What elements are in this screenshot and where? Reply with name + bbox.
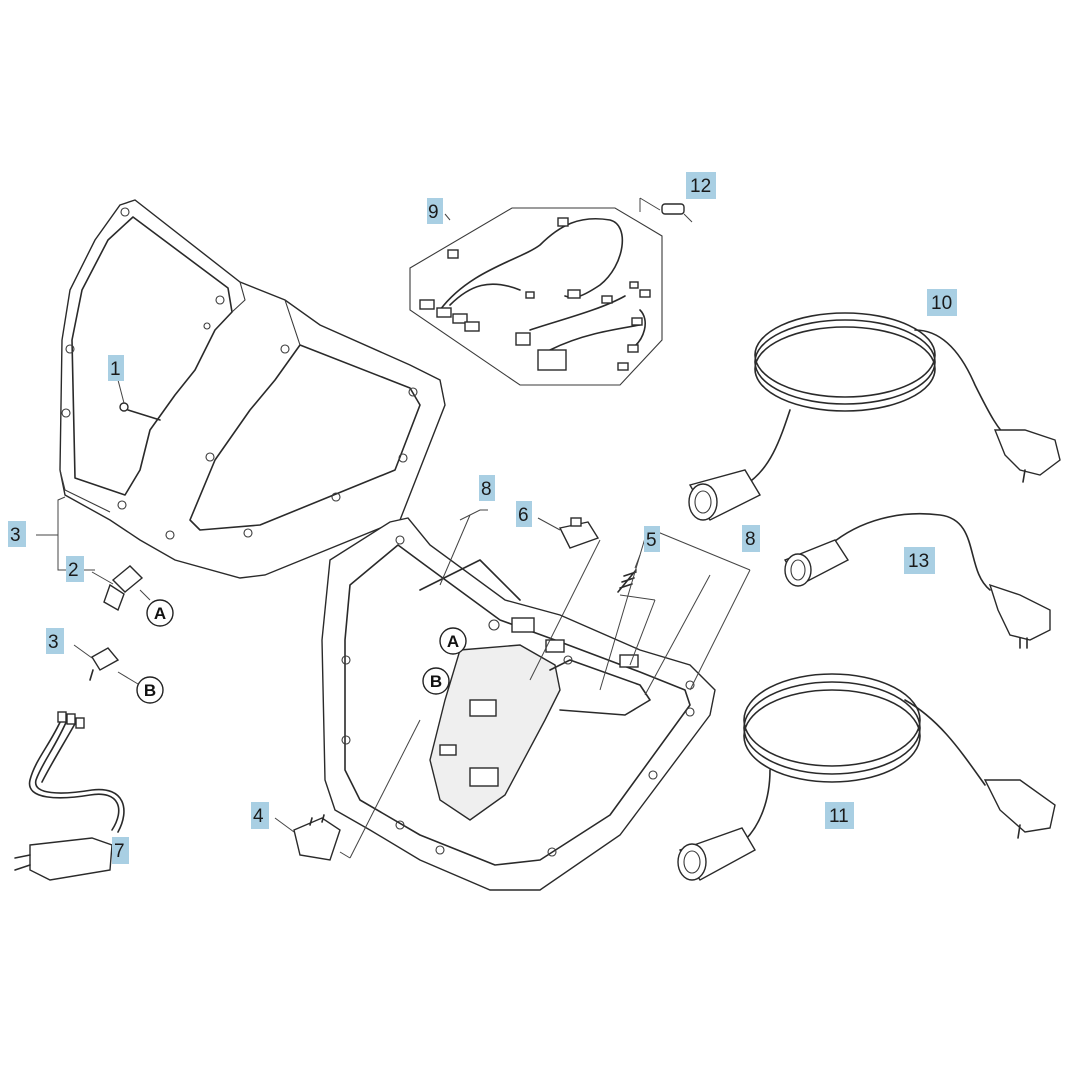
part-8-leaders xyxy=(439,509,751,696)
svg-text:6: 6 xyxy=(518,505,529,526)
svg-text:9: 9 xyxy=(428,202,439,223)
relay-part-4 xyxy=(274,719,421,861)
front-cover-frame xyxy=(59,199,446,579)
callout-11[interactable]: 11 xyxy=(825,802,854,829)
svg-text:5: 5 xyxy=(646,530,657,551)
power-cable-part-7 xyxy=(14,711,125,881)
callout-9[interactable]: 9 xyxy=(427,198,443,224)
connector-part-2 xyxy=(91,565,151,612)
callout-8-top[interactable]: 8 xyxy=(479,475,495,501)
wiring-harness-kit xyxy=(409,207,663,386)
callout-3a[interactable]: 3 xyxy=(8,521,26,547)
letter-marker-b-frame: B xyxy=(422,667,450,695)
switch-part-6 xyxy=(529,517,601,681)
callout-13[interactable]: 13 xyxy=(904,547,935,574)
extension-cord-11 xyxy=(677,673,1056,881)
letter-marker-a-frame: A xyxy=(439,627,467,655)
letter-b-frame-label: B xyxy=(430,672,442,691)
letter-marker-a-left: A xyxy=(146,599,174,627)
callout-12[interactable]: 12 xyxy=(686,172,716,199)
svg-text:3: 3 xyxy=(48,632,59,653)
connector-part-3 xyxy=(73,644,139,685)
svg-text:7: 7 xyxy=(114,841,125,862)
callout-7[interactable]: 7 xyxy=(112,837,129,864)
screw-part-1 xyxy=(117,379,161,421)
svg-text:2: 2 xyxy=(68,560,79,581)
svg-text:8: 8 xyxy=(481,479,492,500)
letter-b-left-label: B xyxy=(144,681,156,700)
letter-marker-b-left: B xyxy=(136,676,164,704)
spring-part-5 xyxy=(617,554,656,666)
svg-text:1: 1 xyxy=(110,359,121,380)
svg-text:11: 11 xyxy=(829,806,849,827)
callout-6[interactable]: 6 xyxy=(516,501,532,527)
letter-a-frame-label: A xyxy=(447,632,459,651)
letter-a-left-label: A xyxy=(154,604,166,623)
extension-cord-10 xyxy=(688,312,1061,521)
callout-5[interactable]: 5 xyxy=(644,526,660,552)
callout-1[interactable]: 1 xyxy=(108,355,124,381)
svg-text:13: 13 xyxy=(908,551,929,572)
svg-text:8: 8 xyxy=(745,529,756,550)
rear-base-frame xyxy=(321,517,716,891)
callout-4[interactable]: 4 xyxy=(251,802,269,829)
part-3-bracket xyxy=(36,496,95,571)
svg-text:10: 10 xyxy=(931,293,952,314)
callout-10[interactable]: 10 xyxy=(927,289,957,316)
resistor-part-12 xyxy=(639,197,693,223)
callout-8-right[interactable]: 8 xyxy=(742,525,760,552)
svg-text:3: 3 xyxy=(10,525,21,546)
callout-3b[interactable]: 3 xyxy=(46,628,64,654)
extension-cord-13 xyxy=(783,512,1051,649)
svg-text:12: 12 xyxy=(690,176,711,197)
callout-2[interactable]: 2 xyxy=(66,556,84,582)
svg-text:4: 4 xyxy=(253,806,264,827)
